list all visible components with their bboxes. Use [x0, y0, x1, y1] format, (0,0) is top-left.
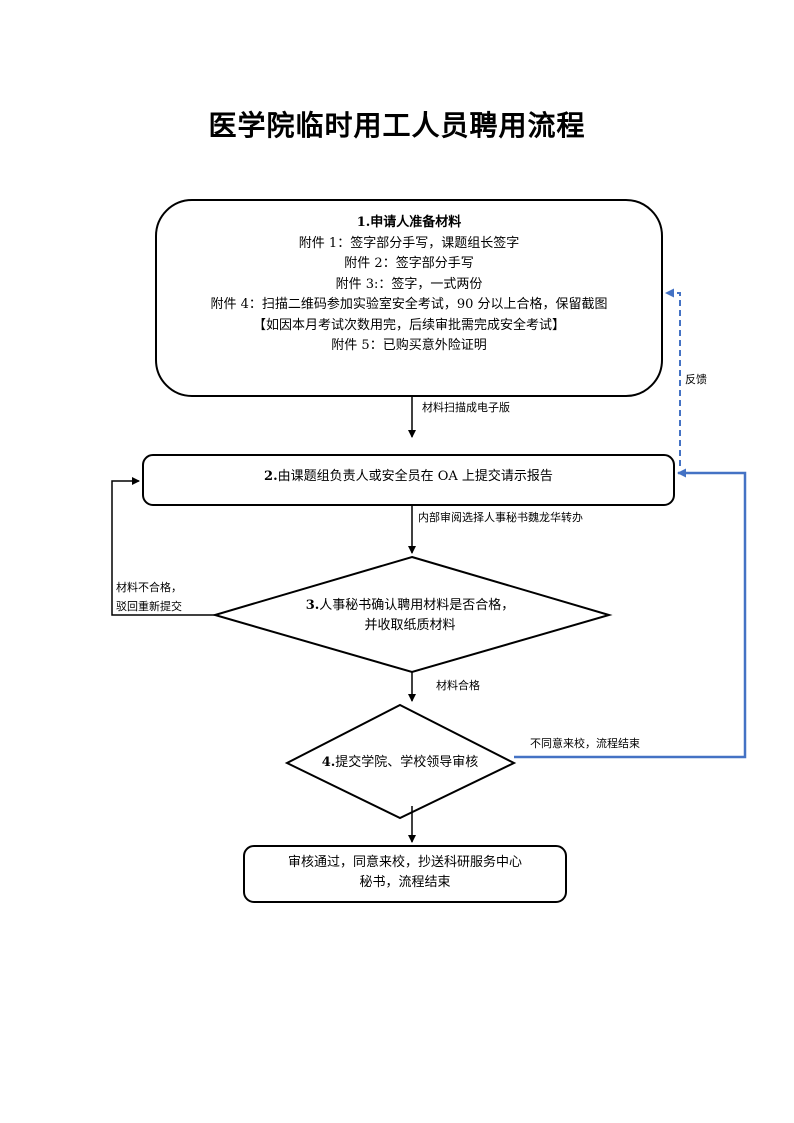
step3-line-1: 并收取纸质材料	[364, 618, 456, 633]
step5-box	[243, 845, 567, 903]
edge-label-qualified: 材料合格	[436, 679, 480, 692]
step5-line-0: 审核通过，同意来校，抄送科研服务中心	[287, 854, 522, 870]
page-title: 医学院临时用工人员聘用流程	[208, 109, 586, 142]
step5-text: 审核通过，同意来校，抄送科研服务中心 秘书，流程结束	[244, 850, 566, 896]
step1-line-1: 附件 1：签字部分手写，课题组长签字	[298, 235, 520, 251]
edge-label-internal-review: 内部审阅选择人事秘书魏龙华转办	[418, 511, 583, 524]
edge-label-feedback: 反馈	[685, 373, 707, 386]
step3-text: 3.人事秘书确认聘用材料是否合格， 并收取纸质材料	[260, 592, 560, 640]
step4-number: 4.	[321, 754, 336, 770]
step1-line-0: 1.申请人准备材料	[356, 215, 462, 231]
edge-step3-reject-to-step2	[111, 477, 215, 616]
step2-text: 2.由课题组负责人或安全员在 OA 上提交请示报告	[143, 455, 674, 499]
step2-box	[142, 454, 675, 506]
step1-box	[155, 199, 663, 397]
edge-step4-decline-to-step2	[514, 468, 747, 759]
step4-text: 4.提交学院、学校领导审核	[300, 750, 500, 776]
edge-step2-feedback-to-step1	[665, 288, 681, 466]
step1-line-6: 附件 5：已购买意外险证明	[331, 338, 487, 354]
step2-line-0: 2.由课题组负责人或安全员在 OA 上提交请示报告	[264, 468, 553, 484]
edge-label-reject-line-1: 驳回重新提交	[116, 600, 182, 613]
step3-number: 3.	[305, 597, 320, 613]
edge-label-scan: 材料扫描成电子版	[422, 401, 510, 414]
step3-line-0: 3.人事秘书确认聘用材料是否合格，	[305, 597, 515, 613]
step5-line-1: 秘书，流程结束	[359, 875, 451, 890]
step4-diamond	[284, 703, 517, 820]
edge-label-decline: 不同意来校，流程结束	[530, 737, 640, 750]
step1-line-2: 附件 2：签字部分手写	[344, 256, 474, 272]
step4-line-0: 4.提交学院、学校领导审核	[321, 754, 479, 770]
step1-text: 1.申请人准备材料 附件 1：签字部分手写，课题组长签字 附件 2：签字部分手写…	[160, 210, 658, 360]
edge-label-reject-line-0: 材料不合格，	[116, 581, 182, 594]
step1-line-3: 附件 3:：签字，一式两份	[335, 276, 483, 292]
step2-number: 2.	[264, 468, 278, 484]
step1-line-4: 附件 4：扫描二维码参加实验室安全考试，90 分以上合格，保留截图	[210, 297, 608, 313]
step1-line-5: 【如因本月考试次数用完，后续审批需完成安全考试】	[252, 317, 565, 333]
